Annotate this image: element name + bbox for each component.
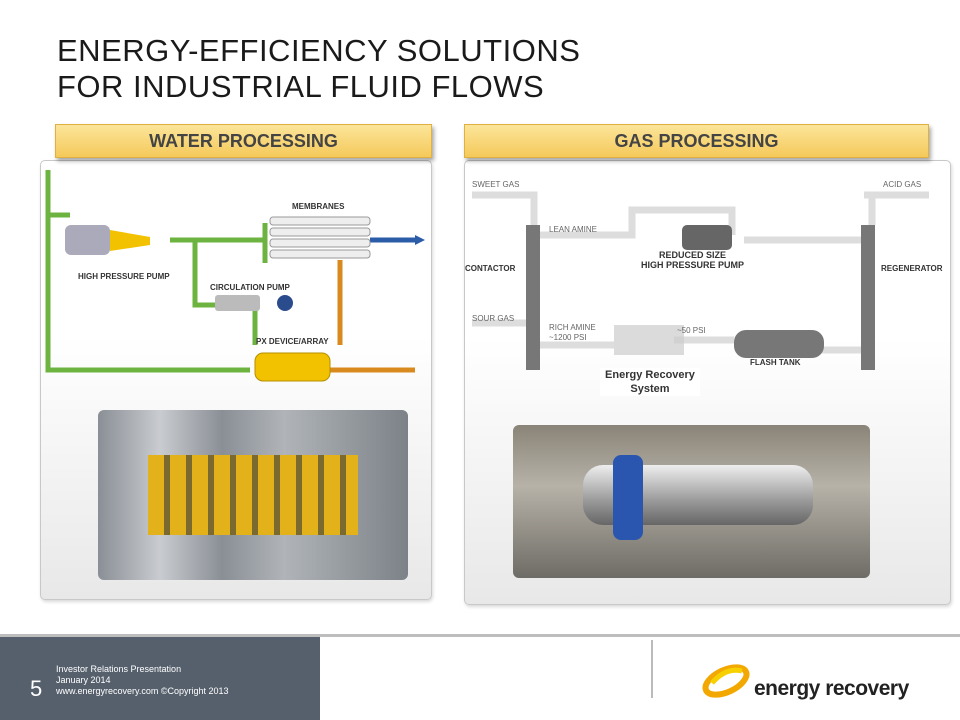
reduced-pump-graphic [682,225,732,250]
label-flash-tank: FLASH TANK [750,358,801,367]
slide-title: ENERGY-EFFICIENCY SOLUTIONS FOR INDUSTRI… [57,33,580,105]
energy-recovery-logo: energy recovery [698,657,928,702]
high-pressure-pump-graphic [65,225,150,255]
title-line-1: ENERGY-EFFICIENCY SOLUTIONS [57,33,581,68]
footer-line-1: Investor Relations Presentation [56,664,182,674]
footer-line-2: January 2014 [56,675,111,685]
label-rich-amine: RICH AMINE [549,323,596,332]
ers-line-1: Energy Recovery [605,369,695,381]
label-high-pressure-pump: HIGH PRESSURE PUMP [78,272,170,281]
label-circulation-pump: CIRCULATION PUMP [210,283,290,292]
gas-recovery-photo [513,425,870,578]
label-acid-gas: ACID GAS [883,180,922,189]
label-sweet-gas: SWEET GAS [472,180,520,189]
px-device-graphic [254,352,331,382]
membranes [269,216,371,259]
flash-tank-graphic [734,330,824,358]
label-membranes: MEMBRANES [292,202,345,211]
label-1200-psi: ~1200 PSI [549,333,587,342]
label-contactor: CONTACTOR [465,264,516,273]
circulation-pump-graphic [215,295,260,311]
footer-vertical-divider [651,640,653,698]
reduced-line-2: HIGH PRESSURE PUMP [640,260,745,270]
label-sour-gas: SOUR GAS [472,314,515,323]
regenerator-column [861,225,875,370]
energy-recovery-system-graphic [614,325,684,355]
px-array-photo [98,410,408,580]
gas-diagram [472,191,929,370]
label-lean-amine: LEAN AMINE [549,225,598,234]
ers-line-2: System [630,383,670,395]
water-diagram [45,170,425,382]
reduced-line-1: REDUCED SIZE [658,250,726,260]
footer-line-3: www.energyrecovery.com ©Copyright 2013 [56,686,229,696]
contactor-column [526,225,540,370]
title-line-2: FOR INDUSTRIAL FLUID FLOWS [57,69,545,104]
gas-processing-header: GAS PROCESSING [464,124,929,158]
logo-text: energy recovery [754,677,909,700]
footer-bar [0,637,320,720]
label-px-device: PX DEVICE/ARRAY [256,337,329,346]
footer-text: Investor Relations Presentation January … [56,664,229,697]
water-processing-header: WATER PROCESSING [55,124,432,158]
page-number: 5 [30,676,43,701]
label-50-psi: ~50 PSI [677,326,706,335]
footer-divider [0,634,960,637]
logo-swirl-icon [702,664,750,698]
label-regenerator: REGENERATOR [881,264,943,273]
